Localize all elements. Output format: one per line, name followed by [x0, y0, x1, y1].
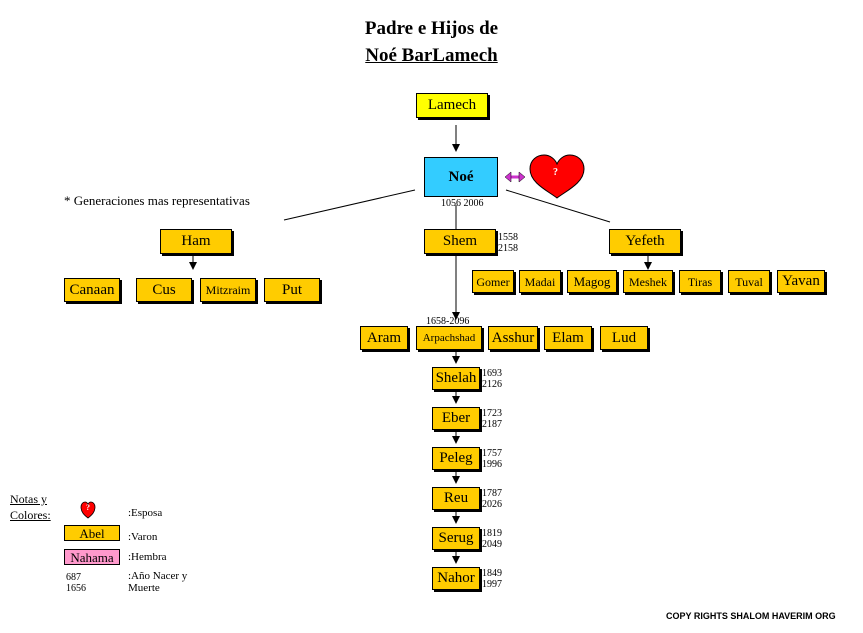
noe-years: 1056 2006 — [441, 198, 484, 209]
person-tiras: Tiras — [679, 270, 721, 293]
person-elam: Elam — [544, 326, 592, 350]
person-tuval: Tuval — [728, 270, 770, 293]
legend-title-line1: Notas y — [10, 492, 47, 506]
heart-icon — [529, 154, 585, 199]
diagram-title: Padre e Hijos de — [364, 18, 499, 39]
person-lamech: Lamech — [416, 93, 488, 118]
legend-esposa-label: :Esposa — [128, 507, 163, 519]
person-madai: Madai — [519, 270, 561, 293]
line-noe-ham — [283, 189, 416, 221]
person-arpachshad: Arpachshad — [416, 326, 482, 350]
person-noe: Noé — [424, 157, 498, 197]
person-serug: Serug — [432, 527, 480, 550]
person-yefeth: Yefeth — [609, 229, 681, 254]
person-gomer: Gomer — [472, 270, 514, 293]
double-arrow-icon — [504, 171, 526, 183]
legend-title-line2: Colores: — [10, 508, 51, 522]
diagram-subtitle: Noé BarLamech — [365, 45, 498, 66]
generations-note: * Generaciones mas representativas — [64, 193, 250, 208]
person-mitzraim: Mitzraim — [200, 278, 256, 302]
person-cus: Cus — [136, 278, 192, 302]
person-put: Put — [264, 278, 320, 302]
line-noe-yefeth — [505, 189, 611, 223]
heart-question-mark: ? — [553, 167, 558, 178]
person-peleg: Peleg — [432, 447, 480, 470]
legend-varon-sample: Abel — [64, 525, 120, 541]
person-reu: Reu — [432, 487, 480, 510]
legend-heart-question-mark: ? — [86, 503, 90, 512]
person-shelah: Shelah — [432, 367, 480, 390]
person-aram: Aram — [360, 326, 408, 350]
person-magog: Magog — [567, 270, 617, 293]
person-yavan: Yavan — [777, 270, 825, 293]
person-shem: Shem — [424, 229, 496, 254]
person-nahor: Nahor — [432, 567, 480, 590]
person-meshek: Meshek — [623, 270, 673, 293]
person-ham: Ham — [160, 229, 232, 254]
legend-hembra-sample: Nahama — [64, 549, 120, 565]
person-asshur: Asshur — [488, 326, 538, 350]
legend-varon-label: :Varon — [128, 531, 158, 543]
copyright-notice: COPY RIGHTS SHALOM HAVERIM ORG — [666, 611, 836, 621]
legend-hembra-label: :Hembra — [128, 551, 167, 563]
person-canaan: Canaan — [64, 278, 120, 302]
person-eber: Eber — [432, 407, 480, 430]
person-lud: Lud — [600, 326, 648, 350]
legend-heart-icon — [80, 501, 96, 519]
arpachshad-years: 1658-2096 — [426, 316, 470, 327]
